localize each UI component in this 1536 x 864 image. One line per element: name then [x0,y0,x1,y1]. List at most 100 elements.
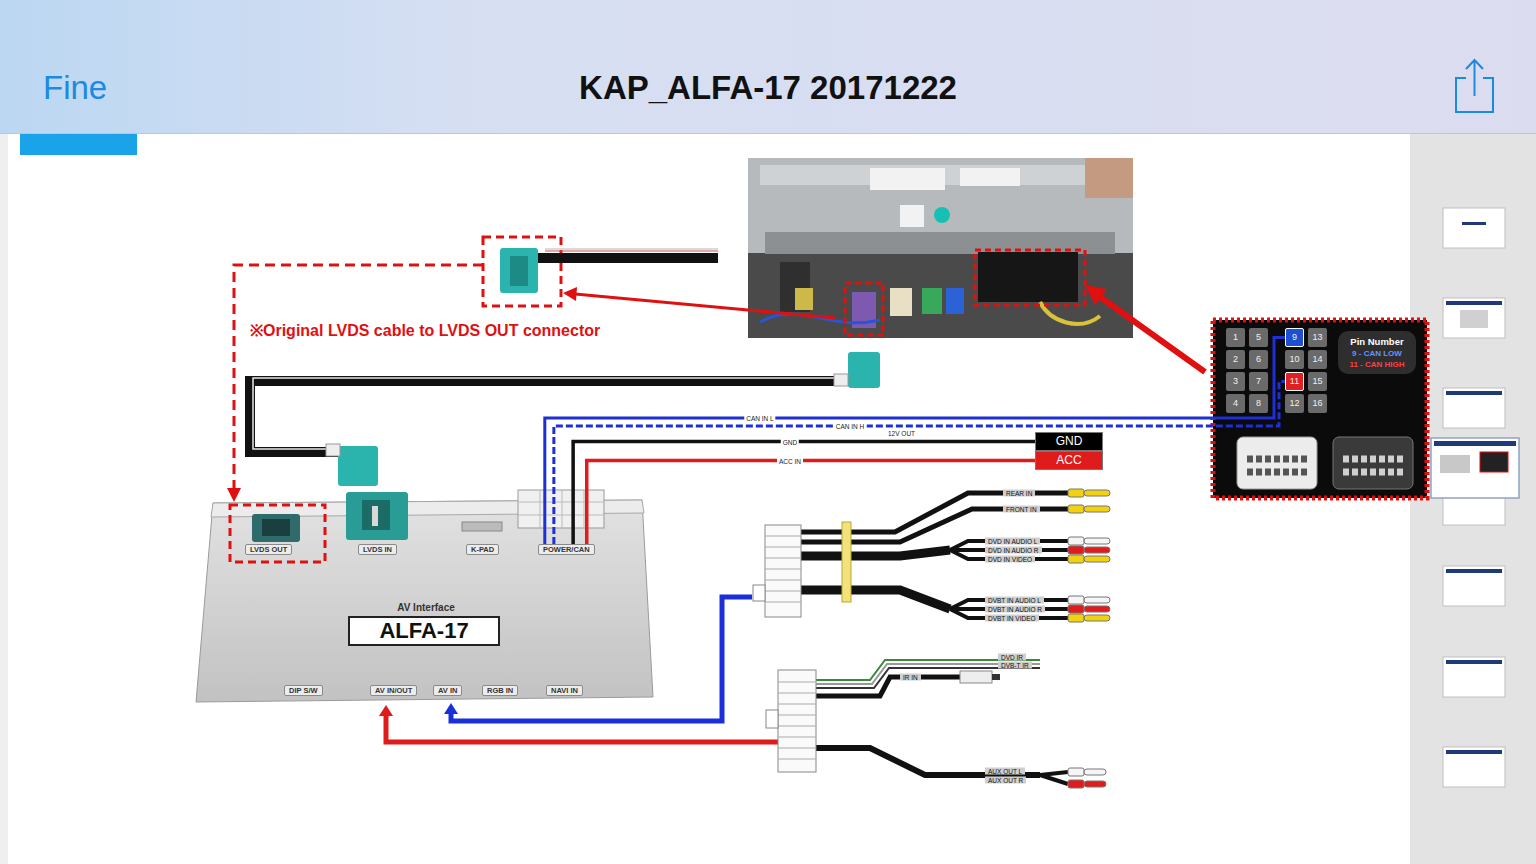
thumbnail-mark [1446,569,1502,573]
rca-plug [1068,505,1084,513]
power-can-plug [518,490,604,528]
pin-cell: 11 [1285,372,1304,391]
connector-pins [1247,469,1308,476]
photo-connector [946,288,964,314]
current-thumbnail [1431,438,1519,498]
rca-plug [1084,597,1110,603]
node-text: DIP S/W [289,686,318,695]
rca-plug [1068,596,1084,604]
node-text: 2 [1226,350,1245,369]
rca-plug [1084,615,1110,621]
rca-wire [801,550,950,556]
node-text: 14 [1308,350,1327,369]
thumbnail-mark [1480,452,1508,472]
photo-hand [1085,158,1133,198]
port-label: LVDS IN [358,544,397,555]
page-title: KAP_ALFA-17 20171222 [0,66,1536,110]
pin-cell: 5 [1249,328,1268,347]
acc-terminal: ACC [1035,451,1103,470]
thumbnail-mark [1446,750,1502,754]
pin-cell: 10 [1285,350,1304,369]
page-thumbnail [1443,388,1505,428]
node-text: LVDS IN [363,545,392,554]
pin-cell: 6 [1249,350,1268,369]
rca-plug [1068,555,1084,563]
connector-icon [1333,437,1413,489]
port-label: POWER/CAN [538,544,595,555]
page-thumbnail [1443,657,1505,697]
rca-plug [1084,769,1106,775]
pin-cell: 15 [1308,372,1327,391]
viewer-ground [0,133,1536,864]
pin-panel [1213,320,1427,498]
toolbar-border [0,133,1536,134]
photo-chassis [765,232,1115,254]
node-text: AV IN [438,686,457,695]
wire-label: DVBT IN AUDIO L [985,597,1044,604]
node-text: 10 [1285,350,1304,369]
lvds-out-socket [252,514,300,542]
aux-wire [1040,775,1068,784]
rca-plug [1068,614,1084,622]
node-text: POWER/CAN [543,545,590,554]
av-out-cable [386,714,778,742]
page-thumbnail [1443,566,1505,606]
rca-plug [1068,537,1084,545]
node-text: 4 [1226,394,1245,413]
rca-plugs [1068,489,1110,622]
photo-chassis [748,158,1133,253]
thumbnail-mark [1446,391,1502,395]
rca-plug [1084,781,1106,787]
node-text: GND [1040,433,1098,450]
pointer-arrow [1100,297,1205,372]
node-text: Pin Number [1344,335,1410,348]
arrowhead [379,705,393,716]
wire-label: CAN IN L [744,415,775,422]
page-thumbnail [1443,747,1505,787]
pin-cell: 3 [1226,372,1245,391]
node-text: K-PAD [471,545,494,554]
rca-plug [1084,506,1110,512]
lvds-cable [545,248,718,250]
thumbnail-mark [1460,310,1488,328]
wire-label: DVD IN AUDIO R [985,547,1042,554]
lvds-in-socket [372,506,378,526]
wire-label: IR IN [900,674,921,681]
photo-connector [795,288,813,310]
page-thumbnail [1443,208,1505,248]
ir-plug [960,671,992,683]
node-text: 11 [1286,373,1303,390]
node-text: 11 - CAN HIGH [1344,359,1410,370]
interface-module: AV InterfaceALFA-17LVDS OUTLVDS INK-PADP… [195,500,655,705]
node-text: RGB IN [487,686,513,695]
lvds-cable [538,253,718,263]
arrowhead [227,488,241,502]
photo-sticker [870,168,945,190]
harness-connector [765,536,801,602]
wire-label: DVD IN AUDIO L [985,538,1040,545]
node-text: 12 [1285,394,1304,413]
photo-sticker [960,168,1020,186]
lvds-plug [510,256,528,286]
connector-pins [1343,469,1404,476]
connector-pins [1247,456,1308,463]
rca-plug [1068,489,1084,497]
node-text: 9 [1286,329,1303,346]
k-pad-socket [462,522,502,531]
photo-connector [978,252,1078,302]
thumbnail-mark [1462,222,1486,225]
module-name: ALFA-17 [348,616,500,646]
node-text: AV IN/OUT [375,686,412,695]
thumbnail-mark [1446,660,1502,664]
share-arrow [1466,60,1483,96]
harness-connector [753,585,765,601]
lvds-in-socket [346,492,408,540]
pointer-arrow [575,294,835,318]
port-label: DIP S/W [284,685,323,696]
wire-label: FRONT IN [1003,506,1040,513]
node-text: 3 [1226,372,1245,391]
node-text: 6 [1249,350,1268,369]
page-thumbnail [1443,495,1505,525]
